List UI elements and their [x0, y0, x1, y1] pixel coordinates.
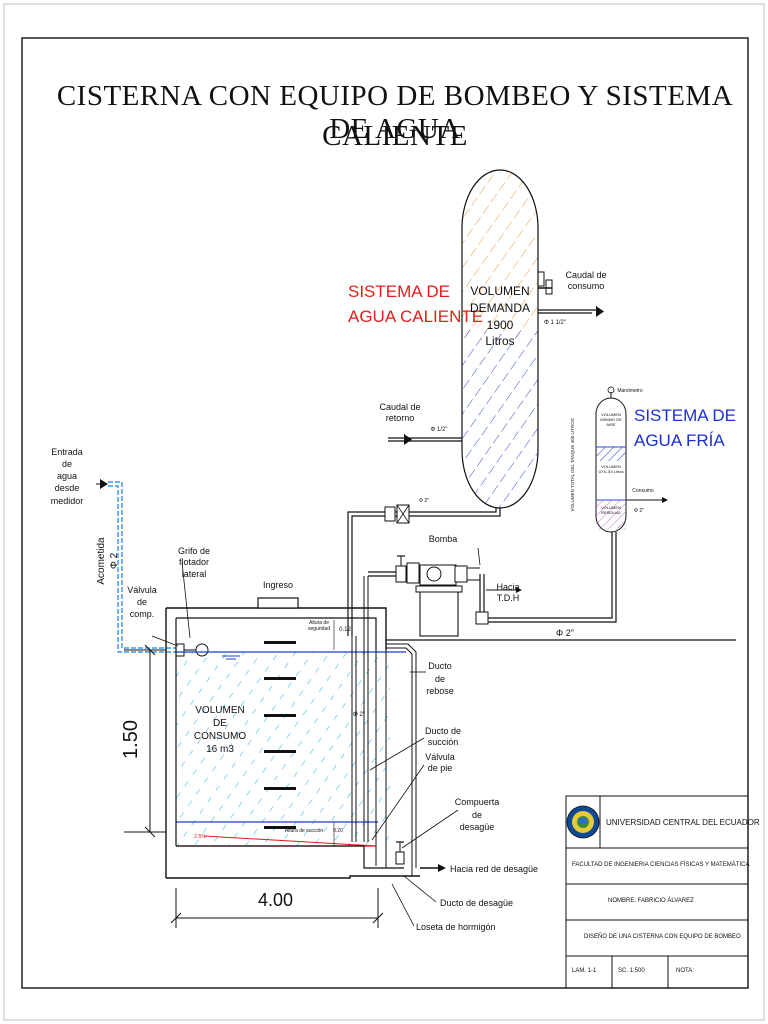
concrete-slab-label: Loseta de hormigón — [416, 922, 496, 932]
riser-pipe-label: Φ 2" — [353, 712, 365, 718]
height-dimension: 1.50 — [119, 720, 142, 759]
foot-valve-label: Válvula de pie — [425, 752, 455, 774]
hot-outlet-pipe — [537, 271, 604, 317]
float-valve-label: Grifo de flotador lateral — [177, 546, 210, 579]
cold-system-label: SISTEMA DE AGUA FRÍA — [634, 406, 737, 450]
drain-gate-label: Compuerta de desagüe — [454, 797, 500, 833]
sheet-border — [3, 3, 765, 1021]
pump-line-pipe-label: Φ 2" — [556, 628, 574, 638]
hot-feed-pipe — [347, 504, 501, 636]
hot-outlet-label: Caudal de consumo — [565, 270, 607, 292]
hot-water-tank — [461, 169, 539, 509]
callout-leaders — [151, 561, 459, 927]
note-label: NOTA: — [676, 968, 694, 974]
author-name: NOMBRE: FABRICIO ÁLVAREZ — [608, 898, 694, 904]
useful-volume-label: VOLUMEN ÚTIL 53 Litros — [598, 464, 624, 474]
suction-height-label: Altura de succión — [284, 828, 324, 834]
university-name: UNIVERSIDAD CENTRAL DEL ECUADOR — [606, 818, 760, 827]
drain-duct-label: Ducto de desagüe — [440, 898, 514, 908]
hot-system-label: SISTEMA DE AGUA CALIENTE — [348, 282, 484, 326]
faculty-name: FACULTAD DE INGENIERIA CIENCIAS FÍSICAS … — [572, 862, 750, 868]
university-seal — [566, 805, 600, 839]
hot-return-pipe — [388, 434, 462, 445]
pump-assembly — [368, 547, 522, 637]
suction-duct-label: Ducto de succión — [424, 726, 462, 748]
cold-water-tank — [595, 386, 668, 533]
suction-height-value: 0.20 — [333, 828, 343, 834]
safety-height-value: 0.12 — [339, 627, 351, 633]
safety-height-label: Altura de seguridad — [308, 620, 330, 633]
title-block — [565, 795, 749, 989]
drawing-frame — [21, 37, 749, 989]
hot-return-label: Caudal de retorno — [379, 402, 421, 424]
project-name: DISEÑO DE UNA CISTERNA CON EQUIPO DE BOM… — [584, 934, 741, 940]
min-air-label: VOLUMEN MÍNIMO DE AIRE — [600, 412, 622, 427]
cold-tank-total-label: VOLUMEN TOTAL DEL TANQUE 400 LITROS — [570, 418, 576, 512]
pump-discharge-pipe-label: Φ 2" — [419, 498, 429, 504]
sheet-number: LAM. 1-1 — [572, 968, 597, 974]
slope-label: 2.5% — [194, 834, 206, 840]
acometida-label: Acometida Φ 2 — [96, 537, 120, 585]
consumption-volume-label: VOLUMEN DE CONSUMO 16 m3 — [193, 705, 247, 755]
dimension-width — [170, 888, 384, 928]
hot-tank-volume-label: VOLUMEN DEMANDA 1900 Litros — [470, 284, 531, 349]
cistern — [165, 576, 736, 879]
hot-return-pipe-label: Φ 1/2" — [430, 427, 448, 433]
ingreso-label: Ingreso — [262, 580, 294, 590]
drain-network-label: Hacia red de desagüe — [450, 864, 539, 874]
cold-pipe-label: Φ 2" — [634, 508, 644, 514]
overflow-duct-label: Ducto de rebose — [426, 661, 454, 697]
drawing-title-line2: CALIENTE — [322, 120, 468, 152]
cold-consumption-label: Consumo — [632, 488, 654, 494]
residual-volume-label: VOLUMEN RESIDUAL — [600, 505, 621, 515]
drawing-scale: SC. 1:500 — [618, 968, 645, 974]
water-entry-label: Entrada de agua desde medidor — [50, 447, 84, 506]
manometer-label: Manómetro — [617, 388, 643, 394]
pump-label: Bomba — [428, 534, 458, 544]
hot-outlet-pipe-label: Φ 1 1/2" — [544, 320, 566, 326]
dimension-height — [124, 644, 166, 838]
drawing-title-line1: CISTERNA CON EQUIPO DE BOMBEO Y SISTEMA … — [56, 80, 734, 145]
tdh-label: Hacia T.D.H — [496, 582, 520, 604]
check-valve-label: Válvula de comp. — [127, 585, 157, 620]
width-dimension: 4.00 — [258, 890, 294, 910]
cold-feed-pipe — [480, 532, 617, 623]
